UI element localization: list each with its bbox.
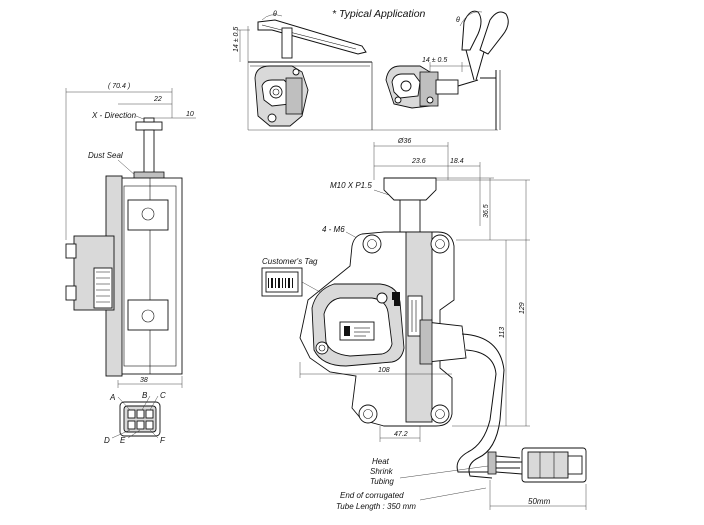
- application-view-lever: θ 14 ± 0.5: [371, 10, 509, 131]
- dim-50mm-label: 50mm: [528, 497, 551, 506]
- mount-holes-label: 4 - M6: [322, 225, 345, 234]
- shaft-offset-label: 22: [153, 96, 162, 103]
- dim-23-6-label: 23.6: [411, 158, 426, 165]
- app-height-left-label: 14 ± 0.5: [233, 27, 240, 52]
- dim-18-4-label: 18.4: [450, 158, 464, 165]
- pin-e-label: E: [120, 436, 126, 445]
- typical-application-title: * Typical Application: [332, 8, 426, 20]
- x-direction-label: X - Direction: [91, 111, 137, 120]
- app-height-right-label: 14 ± 0.5: [422, 57, 447, 64]
- corrugated-label-1: End of corrugated: [340, 491, 404, 500]
- pin-c-label: C: [160, 391, 166, 400]
- overall-width-label: ( 70.4 ): [108, 83, 130, 90]
- dim-129-label: 129: [519, 302, 526, 314]
- lever-angle-label: θ: [456, 17, 460, 24]
- dim-113-label: 113: [499, 327, 506, 338]
- thread-label: M10 X P1.5: [330, 181, 372, 190]
- dim-108-label: 108: [378, 367, 390, 374]
- side-depth-label: 38: [140, 377, 148, 384]
- pin-b-label: B: [142, 391, 148, 400]
- pin-a-label: A: [109, 393, 115, 402]
- customer-tag-label: Customer's Tag: [262, 257, 318, 266]
- cable-assembly: 50mm Heat Shrink Tubing End of corrugate…: [336, 333, 587, 511]
- heat-shrink-label-1: Heat: [372, 457, 390, 466]
- side-view: ( 70.4 ) 22 10 X - Direction Dust Seal: [65, 83, 196, 388]
- dust-seal-label: Dust Seal: [88, 151, 123, 160]
- pin-f-label: F: [160, 436, 166, 445]
- application-view-pedal: θ 14 ± 0.5: [233, 11, 373, 131]
- heat-shrink-label-2: Shrink: [370, 467, 394, 476]
- pin-d-label: D: [104, 436, 110, 445]
- connector-pin-view: A B C D E F: [104, 391, 166, 445]
- x-offset-label: 10: [186, 111, 194, 118]
- diameter-label: Ø36: [397, 138, 411, 145]
- corrugated-label-2: Tube Length : 350 mm: [336, 502, 416, 511]
- dim-36-5-label: 36.5: [483, 204, 490, 218]
- dim-47-2-label: 47.2: [394, 431, 408, 438]
- front-view: Ø36 23.6 18.4 M10 X P1.5 36.5 4 - M6: [261, 138, 530, 442]
- heat-shrink-label-3: Tubing: [370, 477, 394, 486]
